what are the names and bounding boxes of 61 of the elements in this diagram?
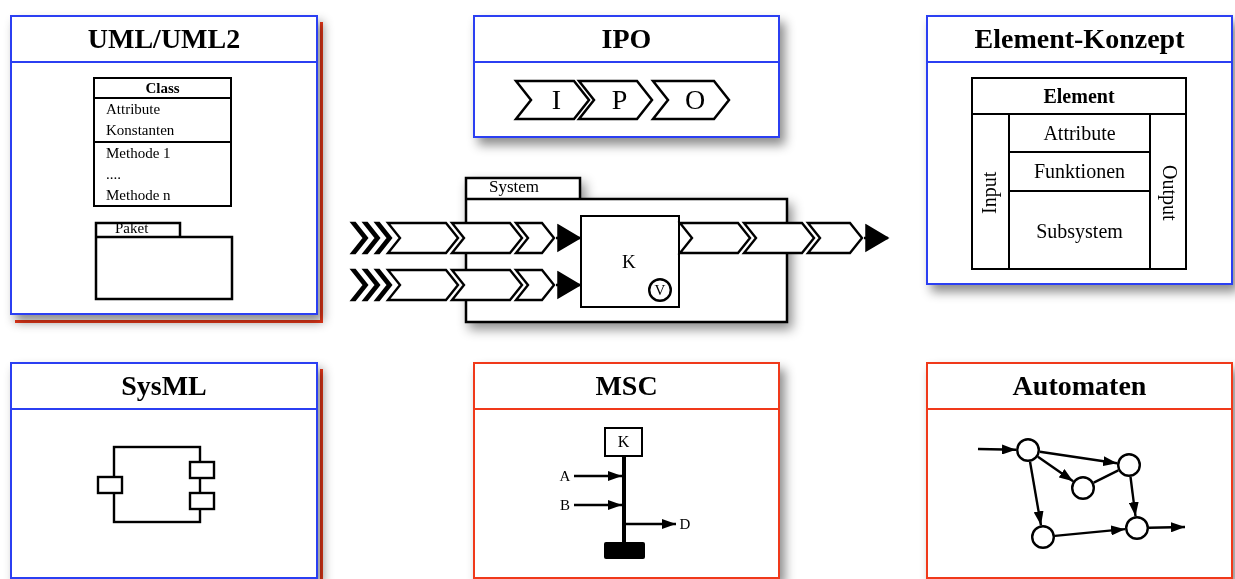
end-bar	[604, 542, 645, 559]
side-bar: Output	[1149, 115, 1187, 270]
diagram-panel	[926, 362, 1233, 579]
circle-label: V	[654, 281, 666, 299]
diagram-panel	[473, 15, 780, 138]
arrow	[1128, 476, 1139, 517]
attribute-list: Attribute Konstanten	[95, 99, 230, 143]
circle-symbol	[1125, 516, 1149, 540]
circle-symbol	[1031, 525, 1055, 549]
circle-symbol	[1117, 453, 1141, 477]
message-label: A	[556, 467, 574, 485]
diagram-panel	[10, 15, 318, 315]
diagram-panel	[473, 362, 780, 579]
class-symbol	[93, 77, 232, 207]
circle-symbol	[1016, 438, 1040, 462]
package-symbol	[95, 222, 233, 300]
arrow	[574, 500, 622, 510]
lifeline	[622, 457, 626, 542]
arrow	[1028, 461, 1044, 526]
component-box	[580, 215, 680, 308]
connector-line	[1093, 469, 1119, 484]
component-label: K	[622, 251, 636, 273]
arrow	[1037, 455, 1074, 483]
panel-title: IPO	[475, 17, 778, 63]
arrow	[574, 471, 622, 481]
compartment: Attribute	[1010, 115, 1149, 153]
method-list: Methode 1 .... Methode n	[95, 143, 230, 205]
panel-title: SysML	[12, 364, 316, 410]
circle-symbol	[1071, 476, 1095, 500]
circle-symbol	[648, 278, 672, 302]
chevron-shape	[578, 80, 653, 120]
element-block	[971, 77, 1187, 270]
component-symbol	[98, 446, 214, 523]
class-name: Class	[95, 79, 230, 99]
chevron-arrow	[349, 268, 582, 302]
diagram-panel	[926, 15, 1233, 285]
panel-title: Automaten	[928, 364, 1231, 410]
arrow	[977, 444, 1017, 455]
side-bar: Input	[971, 115, 1010, 270]
chevron-label: I	[550, 84, 562, 116]
chevron-label: O	[683, 84, 706, 116]
message-label: B	[556, 496, 574, 514]
panel-title: Element-Konzept	[928, 17, 1231, 63]
chevron-label: P	[610, 84, 628, 116]
chevron-arrow	[677, 221, 890, 255]
arrow	[626, 519, 676, 529]
chevron-shape	[515, 80, 590, 120]
chevron-arrow	[349, 221, 582, 255]
arrow	[1039, 450, 1118, 467]
diagram-panel	[10, 362, 318, 579]
component-box: K	[604, 427, 643, 457]
chevron-shape	[652, 80, 730, 120]
panel-title: MSC	[475, 364, 778, 410]
element-title: Element	[973, 79, 1185, 115]
arrow	[1148, 522, 1186, 533]
panel-title: UML/UML2	[12, 17, 316, 63]
system-label: System	[489, 177, 540, 197]
message-label: D	[676, 515, 694, 533]
compartment: Subsystem	[1010, 192, 1149, 270]
arrow	[1054, 525, 1126, 538]
compartment: Funktionen	[1010, 153, 1149, 192]
